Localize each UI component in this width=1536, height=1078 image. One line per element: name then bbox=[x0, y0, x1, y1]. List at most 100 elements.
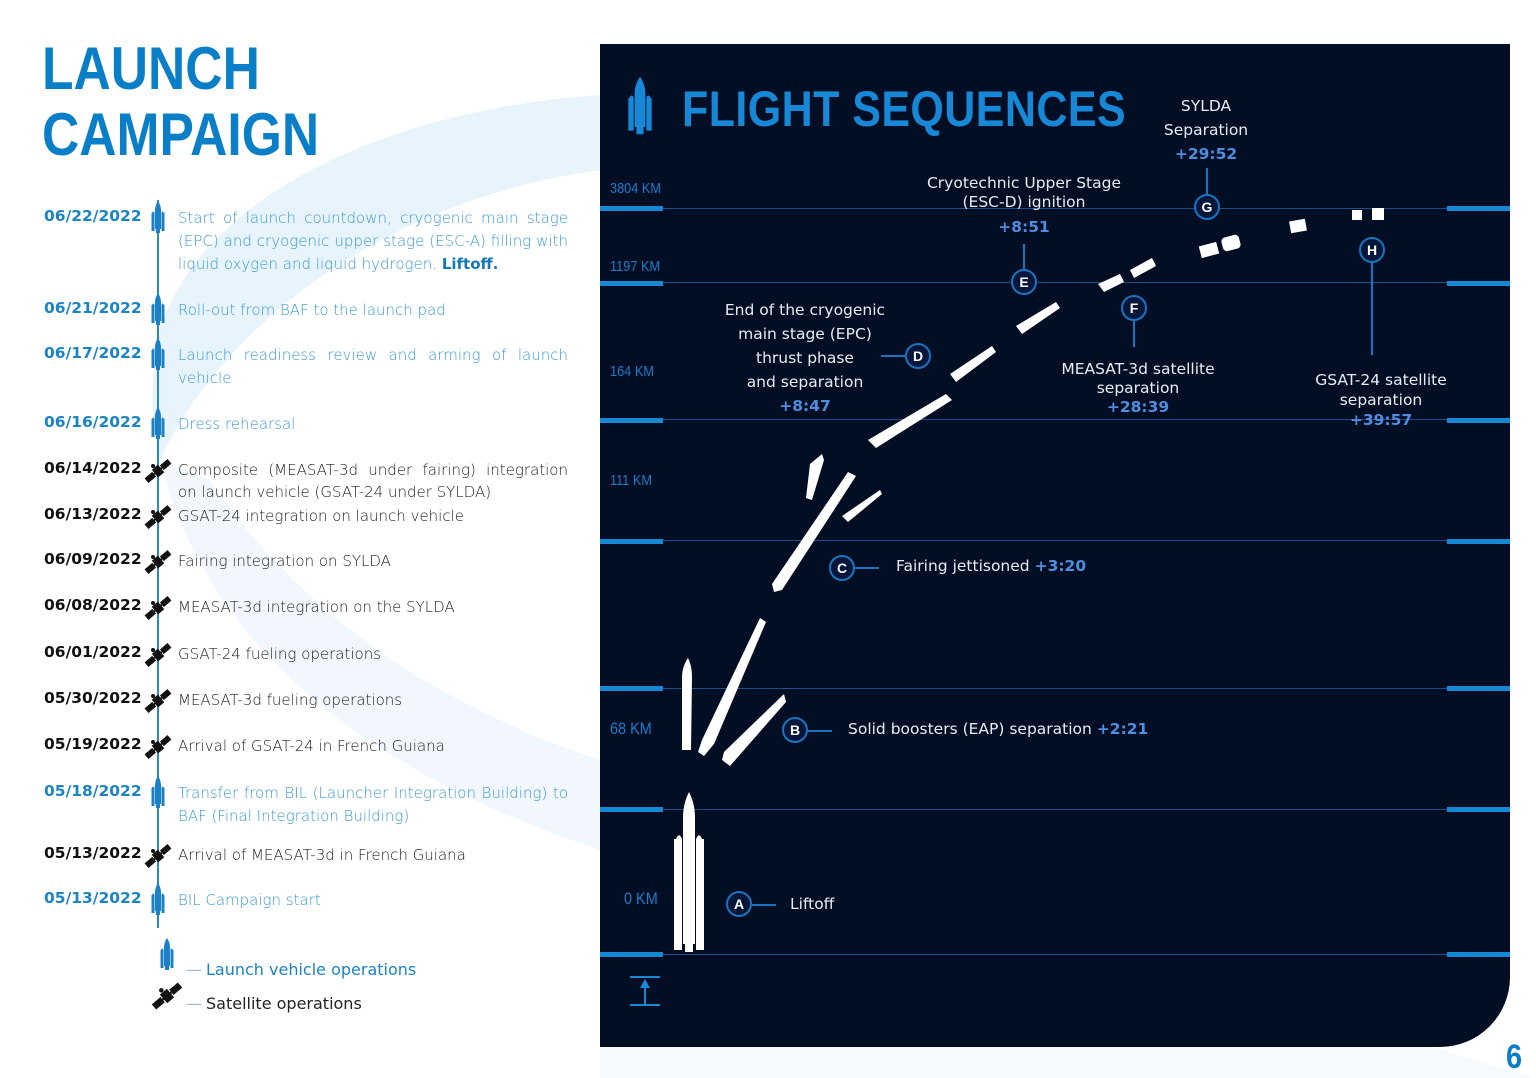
event-label-line: (ESC-D) ignition bbox=[962, 193, 1086, 211]
event-marker-e: E bbox=[1011, 269, 1037, 295]
event-label-line: and separation bbox=[746, 373, 864, 391]
legend-satellite-label: —Satellite operations bbox=[186, 994, 362, 1013]
event-label: Solid boosters (EAP) separation bbox=[848, 720, 1092, 738]
altitude-tick bbox=[1447, 206, 1510, 211]
event-label-line: End of the cryogenic bbox=[724, 301, 886, 319]
satellite-icon bbox=[143, 544, 173, 580]
legend-dash: — bbox=[186, 960, 202, 979]
event-time: +3:20 bbox=[1034, 557, 1087, 575]
timeline-text: Start of launch countdown, cryogenic mai… bbox=[178, 209, 568, 273]
event-marker-b: B bbox=[782, 717, 808, 743]
altitude-line bbox=[600, 282, 1510, 283]
title-line-1: LAUNCH bbox=[42, 35, 260, 102]
event-liftoff-label: Liftoff bbox=[790, 895, 834, 913]
event-time: +28:39 bbox=[1106, 398, 1170, 416]
title-line-2: CAMPAIGN bbox=[42, 101, 320, 168]
event-marker-h: H bbox=[1359, 237, 1385, 263]
rocket-icon bbox=[143, 407, 173, 443]
altitude-label: 111 KM bbox=[610, 472, 653, 489]
altitude-tick bbox=[1447, 539, 1510, 544]
altitude-tick bbox=[600, 807, 663, 812]
satellite-icon bbox=[143, 590, 173, 626]
altitude-tick bbox=[1447, 807, 1510, 812]
altitude-label: 0 KM bbox=[624, 889, 658, 908]
altitude-tick bbox=[600, 952, 663, 957]
connector bbox=[1133, 321, 1135, 347]
timeline-description: Arrival of MEASAT-3d in French Guiana bbox=[178, 846, 466, 864]
altitude-line bbox=[600, 419, 1510, 420]
timeline-description: Start of launch countdown, cryogenic mai… bbox=[178, 207, 568, 276]
timeline-description: MEASAT-3d fueling operations bbox=[178, 691, 403, 709]
connector bbox=[808, 730, 832, 732]
satellite-icon bbox=[143, 683, 173, 719]
altitude-tick bbox=[1447, 418, 1510, 423]
timeline-date: 05/19/2022 bbox=[44, 735, 142, 753]
altitude-line bbox=[600, 809, 1510, 810]
event-label-line: separation bbox=[1339, 391, 1423, 409]
upper-stage-icon bbox=[1016, 258, 1156, 334]
timeline-description: Dress rehearsal bbox=[178, 415, 296, 433]
timeline-date: 06/08/2022 bbox=[44, 596, 142, 614]
timeline-description: Transfer from BIL (Launcher Integration … bbox=[178, 784, 568, 825]
event-marker-f: F bbox=[1121, 295, 1147, 321]
event-marker-d: D bbox=[905, 343, 931, 369]
altitude-label: 1197 KM bbox=[610, 258, 661, 275]
event-label-line: main stage (EPC) bbox=[738, 325, 872, 343]
event-marker-g: G bbox=[1194, 194, 1220, 220]
altitude-line bbox=[600, 540, 1510, 541]
altitude-tick bbox=[600, 686, 663, 691]
flight-sequences-title: FLIGHT SEQUENCES bbox=[682, 81, 1127, 137]
altitude-label: 68 KM bbox=[610, 719, 652, 738]
legend-text: Satellite operations bbox=[206, 994, 362, 1013]
timeline-description: GSAT-24 fueling operations bbox=[178, 645, 382, 663]
altitude-line bbox=[600, 208, 1510, 209]
timeline-description: GSAT-24 integration on launch vehicle bbox=[178, 507, 464, 525]
timeline-date: 06/01/2022 bbox=[44, 643, 142, 661]
altitude-tick bbox=[1447, 686, 1510, 691]
legend-dash: — bbox=[186, 994, 202, 1013]
altitude-tick bbox=[600, 281, 663, 286]
rocket-icon bbox=[143, 293, 173, 329]
altitude-label: 3804 KM bbox=[610, 180, 662, 197]
timeline-description: MEASAT-3d integration on the SYLDA bbox=[178, 598, 455, 616]
event-label-line: separation bbox=[1096, 379, 1180, 397]
timeline-description: Composite (MEASAT-3d under fairing) inte… bbox=[178, 461, 568, 501]
rocket-icon bbox=[143, 201, 173, 237]
connector bbox=[752, 904, 776, 906]
event-sylda-separation-label: SYLDA Separation +29:52 bbox=[1146, 94, 1266, 166]
satellite-icon bbox=[150, 978, 184, 1014]
rocket-icon bbox=[143, 338, 173, 374]
altitude-tick bbox=[600, 206, 663, 211]
connector bbox=[1023, 244, 1025, 269]
connector bbox=[1371, 263, 1373, 355]
timeline-date: 05/30/2022 bbox=[44, 689, 142, 707]
event-epc-separation-label: End of the cryogenic main stage (EPC) th… bbox=[715, 298, 895, 418]
satellite-icon bbox=[143, 453, 173, 489]
timeline-date: 06/16/2022 bbox=[44, 413, 142, 431]
connector bbox=[881, 355, 905, 357]
altitude-tick bbox=[1447, 952, 1510, 957]
timeline-date: 05/13/2022 bbox=[44, 844, 142, 862]
liftoff-emphasis: Liftoff. bbox=[441, 255, 499, 273]
altitude-label: 164 KM bbox=[610, 363, 654, 380]
event-fairing-label: Fairing jettisoned +3:20 bbox=[896, 557, 1086, 575]
event-label-line: thrust phase bbox=[756, 349, 854, 367]
event-time: +8:47 bbox=[779, 397, 831, 415]
timeline-date: 06/09/2022 bbox=[44, 550, 142, 568]
event-measat-separation-label: MEASAT-3d satellite separation +28:39 bbox=[1040, 360, 1236, 417]
event-time: +39:57 bbox=[1349, 411, 1413, 429]
event-esc-ignition-label: Cryotechnic Upper Stage (ESC-D) ignition… bbox=[914, 174, 1134, 237]
satellite-icon bbox=[143, 838, 173, 874]
satellite-icon bbox=[143, 499, 173, 535]
rocket-liftoff-icon bbox=[674, 792, 704, 952]
altitude-line bbox=[600, 954, 1510, 955]
satellite-icon bbox=[143, 729, 173, 765]
timeline-date: 06/17/2022 bbox=[44, 344, 142, 362]
event-gsat-separation-label: GSAT-24 satellite separation +39:57 bbox=[1284, 370, 1478, 430]
page-number: 6 bbox=[1506, 1038, 1523, 1076]
event-marker-c: C bbox=[829, 555, 855, 581]
rocket-icon bbox=[143, 883, 173, 919]
satellite-separation-icons bbox=[1198, 208, 1384, 259]
altitude-tick bbox=[1447, 281, 1510, 286]
timeline-date: 06/22/2022 bbox=[44, 207, 142, 225]
